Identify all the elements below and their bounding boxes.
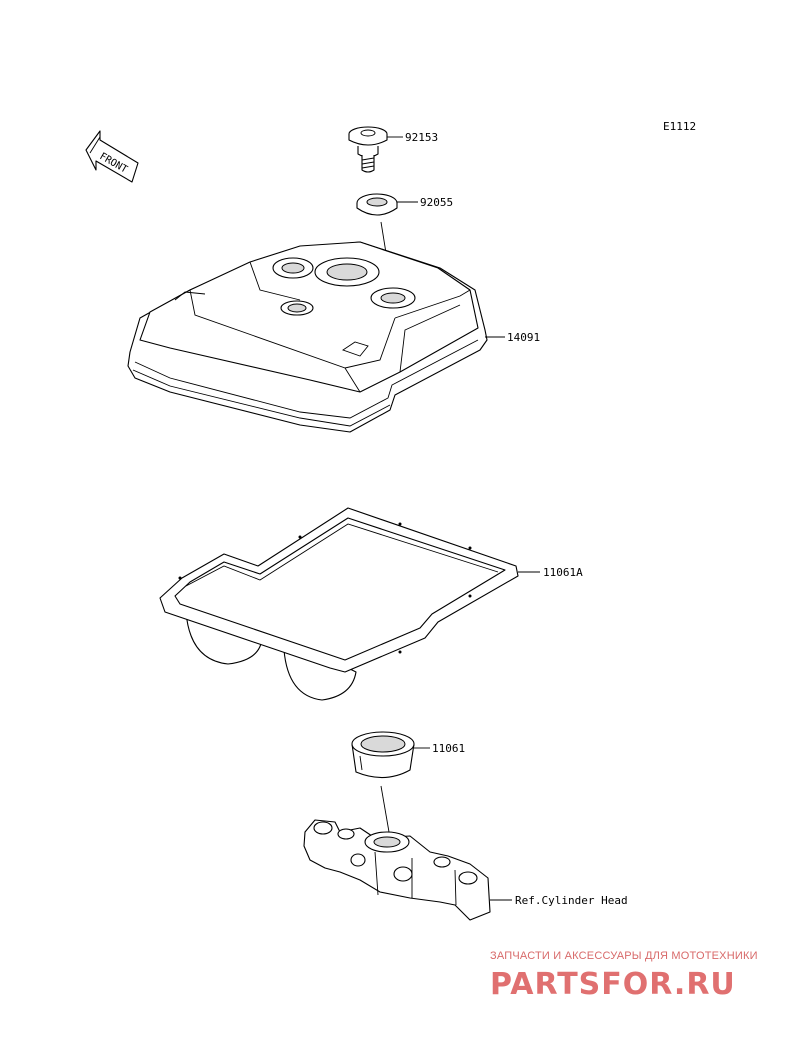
cylinder-head-cover-14091 bbox=[127, 241, 488, 433]
part-label-11061A: 11061A bbox=[543, 566, 583, 579]
seal-11061 bbox=[351, 731, 415, 779]
watermark-logo: PARTSFOR.RU bbox=[490, 967, 736, 1002]
part-label-14091: 14091 bbox=[507, 331, 540, 344]
part-label-92153: 92153 bbox=[405, 131, 438, 144]
bolt-92153 bbox=[348, 126, 388, 173]
watermark-tagline: ЗАПЧАСТИ И АКСЕССУАРЫ ДЛЯ МОТОТЕХНИКИ bbox=[490, 950, 758, 962]
front-arrow-icon: FRONT bbox=[85, 130, 139, 183]
part-label-92055: 92055 bbox=[420, 196, 453, 209]
part-label-ref-cylinder-head: Ref.Cylinder Head bbox=[515, 894, 628, 907]
part-label-11061: 11061 bbox=[432, 742, 465, 755]
watermark-logo-text: PARTSFOR.RU bbox=[490, 967, 736, 1002]
washer-92055 bbox=[356, 193, 398, 216]
diagram-code: E1112 bbox=[663, 120, 696, 133]
gasket-11061A bbox=[159, 507, 519, 701]
cylinder-head-ref bbox=[303, 819, 491, 921]
